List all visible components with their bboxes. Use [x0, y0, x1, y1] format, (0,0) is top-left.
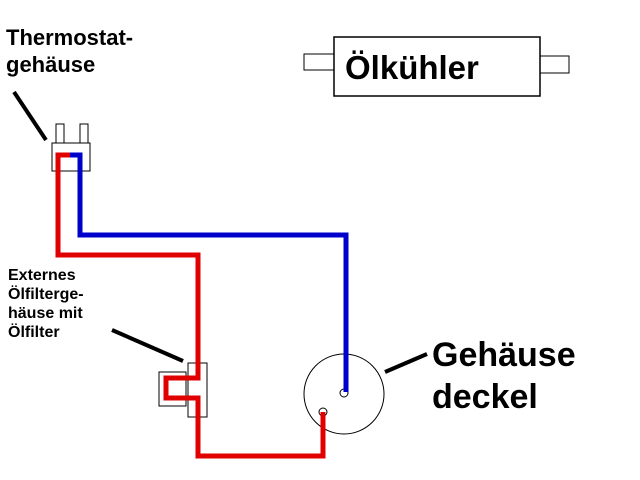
oil-cooler [303, 36, 570, 97]
housing-cover-label: Gehäuse deckel [432, 336, 576, 416]
oil-filter-label: Externes Ölfilterge- häuse mit Ölfilter [8, 267, 84, 341]
thermostat-housing-label: Thermostat- gehäuse [6, 25, 134, 77]
thermostat-pointer [12, 90, 48, 142]
oil-cooler-label: Ölkühler [345, 49, 479, 86]
housing-cover-pointer [384, 352, 428, 374]
cold-line [68, 152, 349, 392]
oil-filter-pointer [111, 328, 184, 363]
hot-line [55, 152, 326, 459]
